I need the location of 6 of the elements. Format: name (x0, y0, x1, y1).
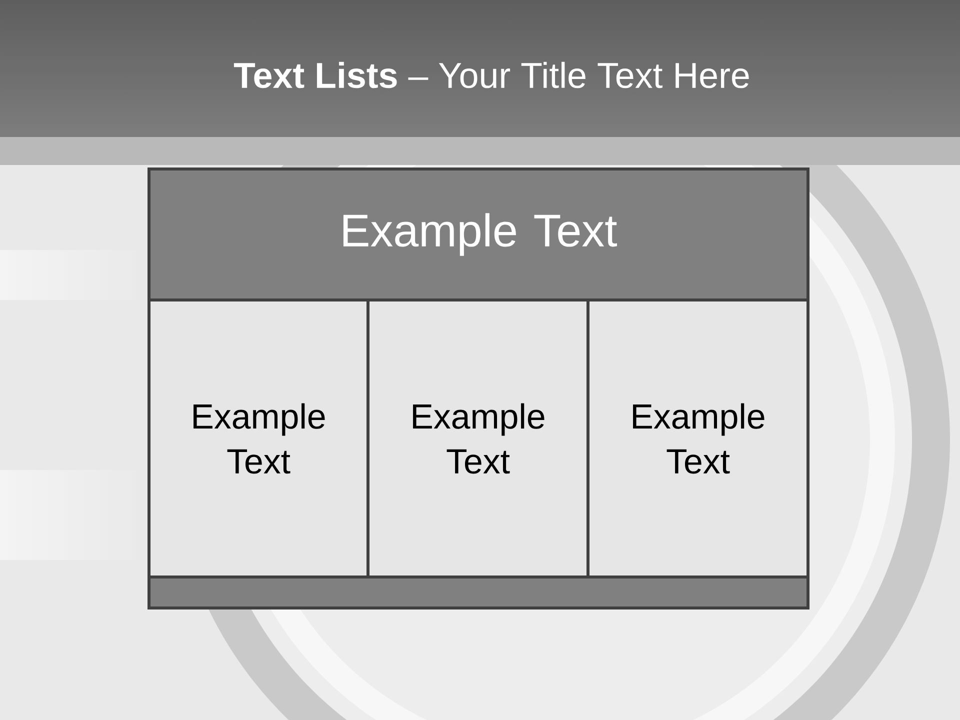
header-box: Example Text (148, 168, 810, 302)
text-box: Example Text (366, 298, 590, 578)
footer-bar (148, 576, 810, 610)
text-box: Example Text (586, 298, 810, 578)
text-box: Example Text (148, 298, 370, 578)
title: Text Lists – Your Title Text Here (234, 62, 749, 88)
